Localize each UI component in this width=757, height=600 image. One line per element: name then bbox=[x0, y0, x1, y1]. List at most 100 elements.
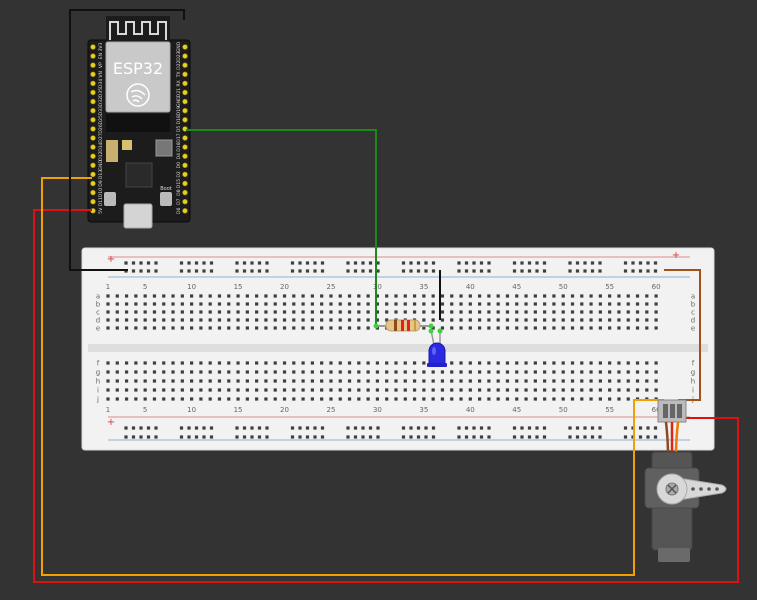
breadboard-hole[interactable] bbox=[227, 302, 231, 306]
esp32-pin[interactable] bbox=[182, 117, 188, 123]
breadboard-hole[interactable] bbox=[570, 388, 575, 392]
breadboard-hole[interactable] bbox=[375, 379, 380, 383]
breadboard-hole[interactable] bbox=[422, 294, 426, 298]
rail-hole[interactable] bbox=[568, 435, 572, 439]
breadboard-hole[interactable] bbox=[608, 361, 612, 365]
breadboard-hole[interactable] bbox=[505, 310, 510, 314]
breadboard-hole[interactable] bbox=[255, 388, 259, 392]
breadboard-hole[interactable] bbox=[385, 361, 389, 365]
breadboard-hole[interactable] bbox=[487, 379, 491, 383]
rail-hole[interactable] bbox=[409, 269, 413, 273]
breadboard-hole[interactable] bbox=[459, 318, 463, 322]
breadboard-hole[interactable] bbox=[143, 318, 147, 322]
breadboard-hole[interactable] bbox=[180, 294, 184, 298]
rail-hole[interactable] bbox=[527, 269, 532, 273]
breadboard-hole[interactable] bbox=[347, 310, 352, 314]
breadboard-hole[interactable] bbox=[236, 397, 240, 401]
breadboard-hole[interactable] bbox=[162, 361, 166, 365]
rail-hole[interactable] bbox=[242, 435, 247, 439]
esp32-pin[interactable] bbox=[90, 144, 96, 150]
breadboard-hole[interactable] bbox=[505, 379, 510, 383]
breadboard-hole[interactable] bbox=[635, 388, 640, 392]
breadboard-hole[interactable] bbox=[450, 310, 454, 314]
rail-hole[interactable] bbox=[368, 435, 373, 439]
breadboard-hole[interactable] bbox=[505, 318, 510, 322]
breadboard-hole[interactable] bbox=[115, 302, 119, 306]
breadboard-hole[interactable] bbox=[422, 318, 426, 322]
rail-hole[interactable] bbox=[598, 435, 602, 439]
breadboard-hole[interactable] bbox=[338, 370, 342, 374]
breadboard-hole[interactable] bbox=[431, 326, 435, 330]
rail-hole[interactable] bbox=[568, 426, 572, 430]
breadboard-hole[interactable] bbox=[440, 397, 445, 401]
breadboard-hole[interactable] bbox=[635, 326, 640, 330]
breadboard-hole[interactable] bbox=[570, 318, 575, 322]
rail-hole[interactable] bbox=[376, 435, 380, 439]
wire-orange-signal-servo[interactable] bbox=[41, 177, 664, 576]
breadboard-hole[interactable] bbox=[227, 370, 231, 374]
led[interactable] bbox=[427, 328, 447, 368]
esp32-pin[interactable] bbox=[90, 89, 96, 96]
rail-hole[interactable] bbox=[653, 269, 658, 273]
breadboard-hole[interactable] bbox=[292, 388, 296, 392]
breadboard-hole[interactable] bbox=[143, 326, 147, 330]
rail-hole[interactable] bbox=[187, 426, 191, 430]
breadboard-hole[interactable] bbox=[292, 379, 296, 383]
breadboard-hole[interactable] bbox=[487, 302, 491, 306]
breadboard-hole[interactable] bbox=[310, 397, 314, 401]
breadboard-hole[interactable] bbox=[115, 388, 119, 392]
rail-hole[interactable] bbox=[361, 261, 365, 265]
rail-hole[interactable] bbox=[265, 426, 269, 430]
breadboard-hole[interactable] bbox=[440, 294, 445, 298]
breadboard-hole[interactable] bbox=[347, 302, 352, 306]
breadboard-hole[interactable] bbox=[329, 318, 333, 322]
breadboard-hole[interactable] bbox=[115, 370, 119, 374]
breadboard-hole[interactable] bbox=[487, 361, 491, 365]
breadboard-hole[interactable] bbox=[375, 302, 380, 306]
breadboard-hole[interactable] bbox=[366, 302, 370, 306]
breadboard-hole[interactable] bbox=[329, 326, 333, 330]
breadboard-hole[interactable] bbox=[171, 302, 175, 306]
breadboard-hole[interactable] bbox=[403, 361, 407, 365]
breadboard-hole[interactable] bbox=[450, 388, 454, 392]
breadboard-hole[interactable] bbox=[589, 379, 593, 383]
rail-hole[interactable] bbox=[424, 435, 428, 439]
breadboard-hole[interactable] bbox=[375, 370, 380, 374]
breadboard-hole[interactable] bbox=[589, 361, 593, 365]
rail-hole[interactable] bbox=[290, 426, 295, 430]
breadboard-hole[interactable] bbox=[543, 379, 547, 383]
breadboard-hole[interactable] bbox=[217, 318, 222, 322]
rail-hole[interactable] bbox=[305, 269, 310, 273]
rail-hole[interactable] bbox=[131, 426, 136, 430]
breadboard-hole[interactable] bbox=[282, 310, 287, 314]
breadboard-hole[interactable] bbox=[608, 397, 612, 401]
breadboard-hole[interactable] bbox=[580, 310, 584, 314]
breadboard-hole[interactable] bbox=[152, 397, 157, 401]
breadboard-hole[interactable] bbox=[245, 326, 249, 330]
esp32-pin[interactable] bbox=[90, 189, 96, 196]
breadboard-hole[interactable] bbox=[273, 397, 277, 401]
breadboard-hole[interactable] bbox=[608, 379, 612, 383]
rail-hole[interactable] bbox=[376, 261, 380, 265]
breadboard-hole[interactable] bbox=[329, 379, 333, 383]
breadboard-hole[interactable] bbox=[450, 370, 454, 374]
rail-hole[interactable] bbox=[353, 435, 358, 439]
rail-hole[interactable] bbox=[457, 269, 461, 273]
breadboard-hole[interactable] bbox=[180, 361, 184, 365]
rail-hole[interactable] bbox=[131, 261, 136, 265]
rail-hole[interactable] bbox=[590, 426, 595, 430]
breadboard-hole[interactable] bbox=[264, 361, 268, 365]
breadboard-hole[interactable] bbox=[357, 326, 361, 330]
rail-hole[interactable] bbox=[487, 261, 491, 265]
breadboard-hole[interactable] bbox=[171, 294, 175, 298]
rail-hole[interactable] bbox=[376, 269, 380, 273]
rail-hole[interactable] bbox=[598, 426, 602, 430]
breadboard-hole[interactable] bbox=[552, 397, 556, 401]
rail-hole[interactable] bbox=[638, 261, 643, 265]
breadboard-hole[interactable] bbox=[366, 294, 370, 298]
breadboard-hole[interactable] bbox=[561, 370, 565, 374]
breadboard-hole[interactable] bbox=[208, 370, 212, 374]
breadboard-hole[interactable] bbox=[450, 361, 454, 365]
breadboard-hole[interactable] bbox=[515, 318, 519, 322]
rail-hole[interactable] bbox=[487, 426, 491, 430]
